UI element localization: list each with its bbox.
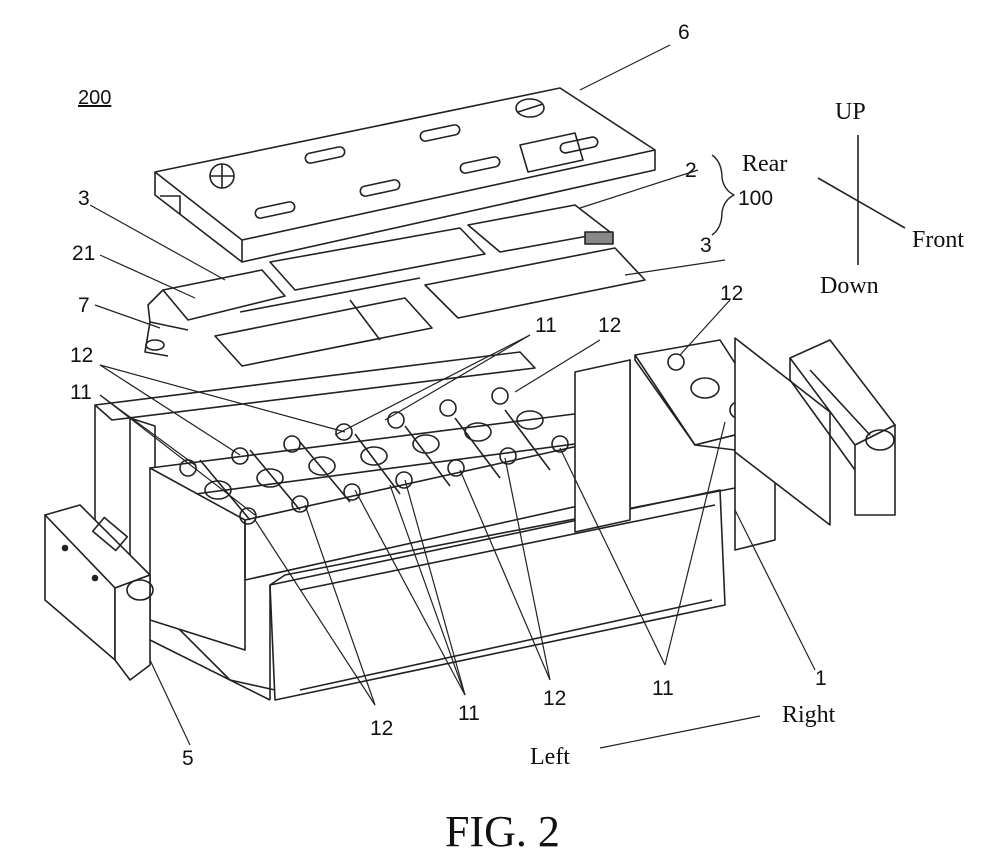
label-1: 1 (815, 668, 827, 689)
reference-200: 200 (78, 88, 111, 108)
label-11-left: 11 (70, 382, 92, 403)
label-12-bottom-left: 12 (370, 718, 393, 739)
direction-down: Down (820, 274, 879, 298)
direction-left: Left (530, 745, 570, 769)
label-11-bottom: 11 (458, 703, 480, 724)
direction-front: Front (912, 228, 964, 252)
bracket-100 (712, 155, 734, 235)
direction-rear: Rear (742, 152, 787, 176)
label-2: 2 (685, 160, 697, 181)
figure-caption: FIG. 2 (445, 810, 560, 854)
circuit-board-assembly (145, 205, 645, 366)
label-12-left: 12 (70, 345, 93, 366)
label-7: 7 (78, 295, 90, 316)
label-3-left: 3 (78, 188, 90, 209)
label-21: 21 (72, 243, 95, 264)
label-12-bottom: 12 (543, 688, 566, 709)
label-100: 100 (738, 188, 773, 209)
label-12-top-right: 12 (720, 283, 743, 304)
direction-axes (818, 135, 905, 265)
label-3-right: 3 (700, 235, 712, 256)
label-12-top: 12 (598, 315, 621, 336)
label-6: 6 (678, 22, 690, 43)
direction-right: Right (782, 703, 835, 727)
label-5: 5 (182, 748, 194, 769)
label-11-top: 11 (535, 315, 557, 336)
label-11-bottom-right: 11 (652, 678, 674, 699)
direction-up: UP (835, 100, 866, 124)
